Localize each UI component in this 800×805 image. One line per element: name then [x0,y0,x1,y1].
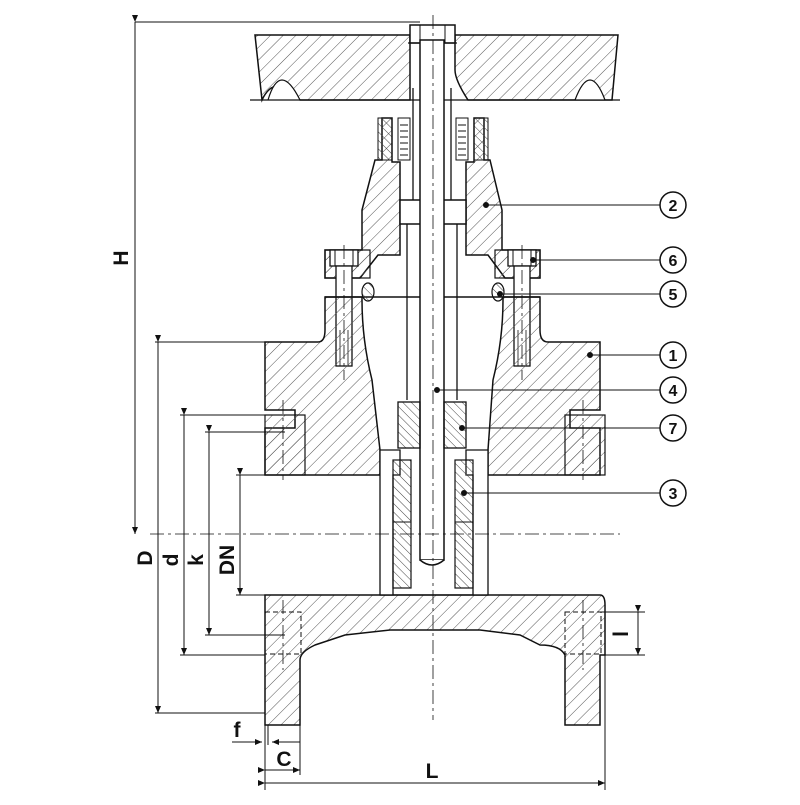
callout-7-label: 7 [669,421,678,438]
stem-nut [397,401,467,449]
dim-label-f: f [234,719,242,742]
wedge [379,449,489,596]
dim-label-l: l [610,631,633,637]
callout-leaders [434,202,660,496]
dim-label-DN: DN [216,545,239,575]
callout-3: 3 [659,479,687,507]
handwheel [250,24,620,103]
callout-6: 6 [659,246,687,274]
callout-2: 2 [659,191,687,219]
valve-body [264,296,606,726]
callout-1-label: 1 [669,348,678,365]
dim-label-D: D [134,550,157,565]
stem [406,39,458,566]
callout-5: 5 [659,280,687,308]
dim-label-L: L [426,760,439,783]
dim-label-H: H [110,250,133,265]
callout-1: 1 [659,341,687,369]
dimension-lines [132,15,645,790]
callout-4: 4 [659,376,687,404]
callout-6-label: 6 [669,253,678,270]
dim-label-k: k [185,554,208,566]
callout-2-label: 2 [669,198,678,215]
callout-5-label: 5 [669,287,678,304]
dim-label-d: d [160,554,183,567]
callout-4-label: 4 [669,383,678,400]
callout-3-label: 3 [669,486,678,503]
callout-7: 7 [659,414,687,442]
dim-label-C: C [276,748,291,771]
